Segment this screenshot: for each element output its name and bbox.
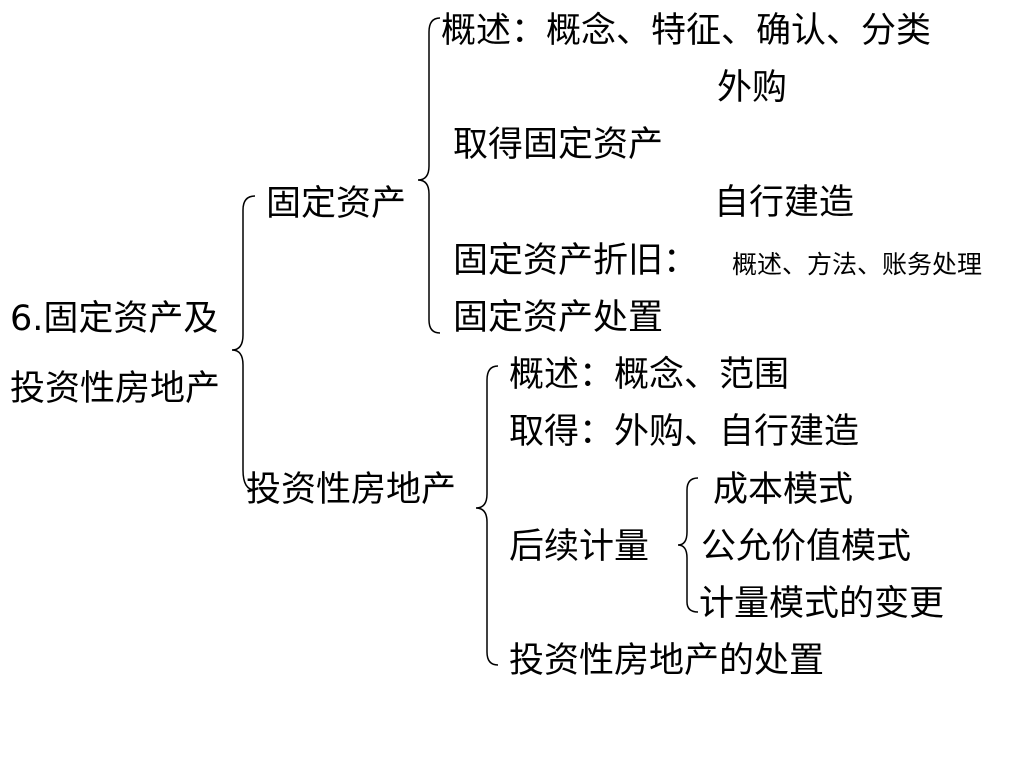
subsequent-measurement-brace [677,477,699,613]
investment-property-node: 投资性房地产 [246,470,457,510]
investment-property-disposal: 投资性房地产的处置 [509,641,825,681]
fixed-assets-acquire-purchase: 外购 [717,68,788,108]
investment-property-overview: 概述：概念、范围 [509,355,790,395]
investment-property-model-change: 计量模式的变更 [699,584,945,624]
investment-property-subsequent: 后续计量 [509,527,650,567]
fixed-assets-depreciation: 固定资产折旧： [453,241,699,281]
fixed-assets-brace [417,17,441,334]
fixed-assets-disposal: 固定资产处置 [453,298,664,338]
fixed-assets-node: 固定资产 [266,184,407,224]
investment-property-fair-value-model: 公允价值模式 [701,527,912,567]
fixed-assets-acquire: 取得固定资产 [453,125,664,165]
investment-property-acquire: 取得：外购、自行建造 [509,412,860,452]
fixed-assets-acquire-selfbuilt: 自行建造 [714,183,855,223]
root-title-line2: 投资性房地产 [10,369,221,409]
root-brace [231,195,256,491]
fixed-assets-depreciation-detail: 概述、方法、账务处理 [732,250,983,279]
investment-property-cost-model: 成本模式 [713,470,854,510]
root-title-line1: 6.固定资产及 [10,299,219,339]
investment-property-brace [475,365,499,666]
fixed-assets-overview: 概述：概念、特征、确认、分类 [441,11,932,51]
